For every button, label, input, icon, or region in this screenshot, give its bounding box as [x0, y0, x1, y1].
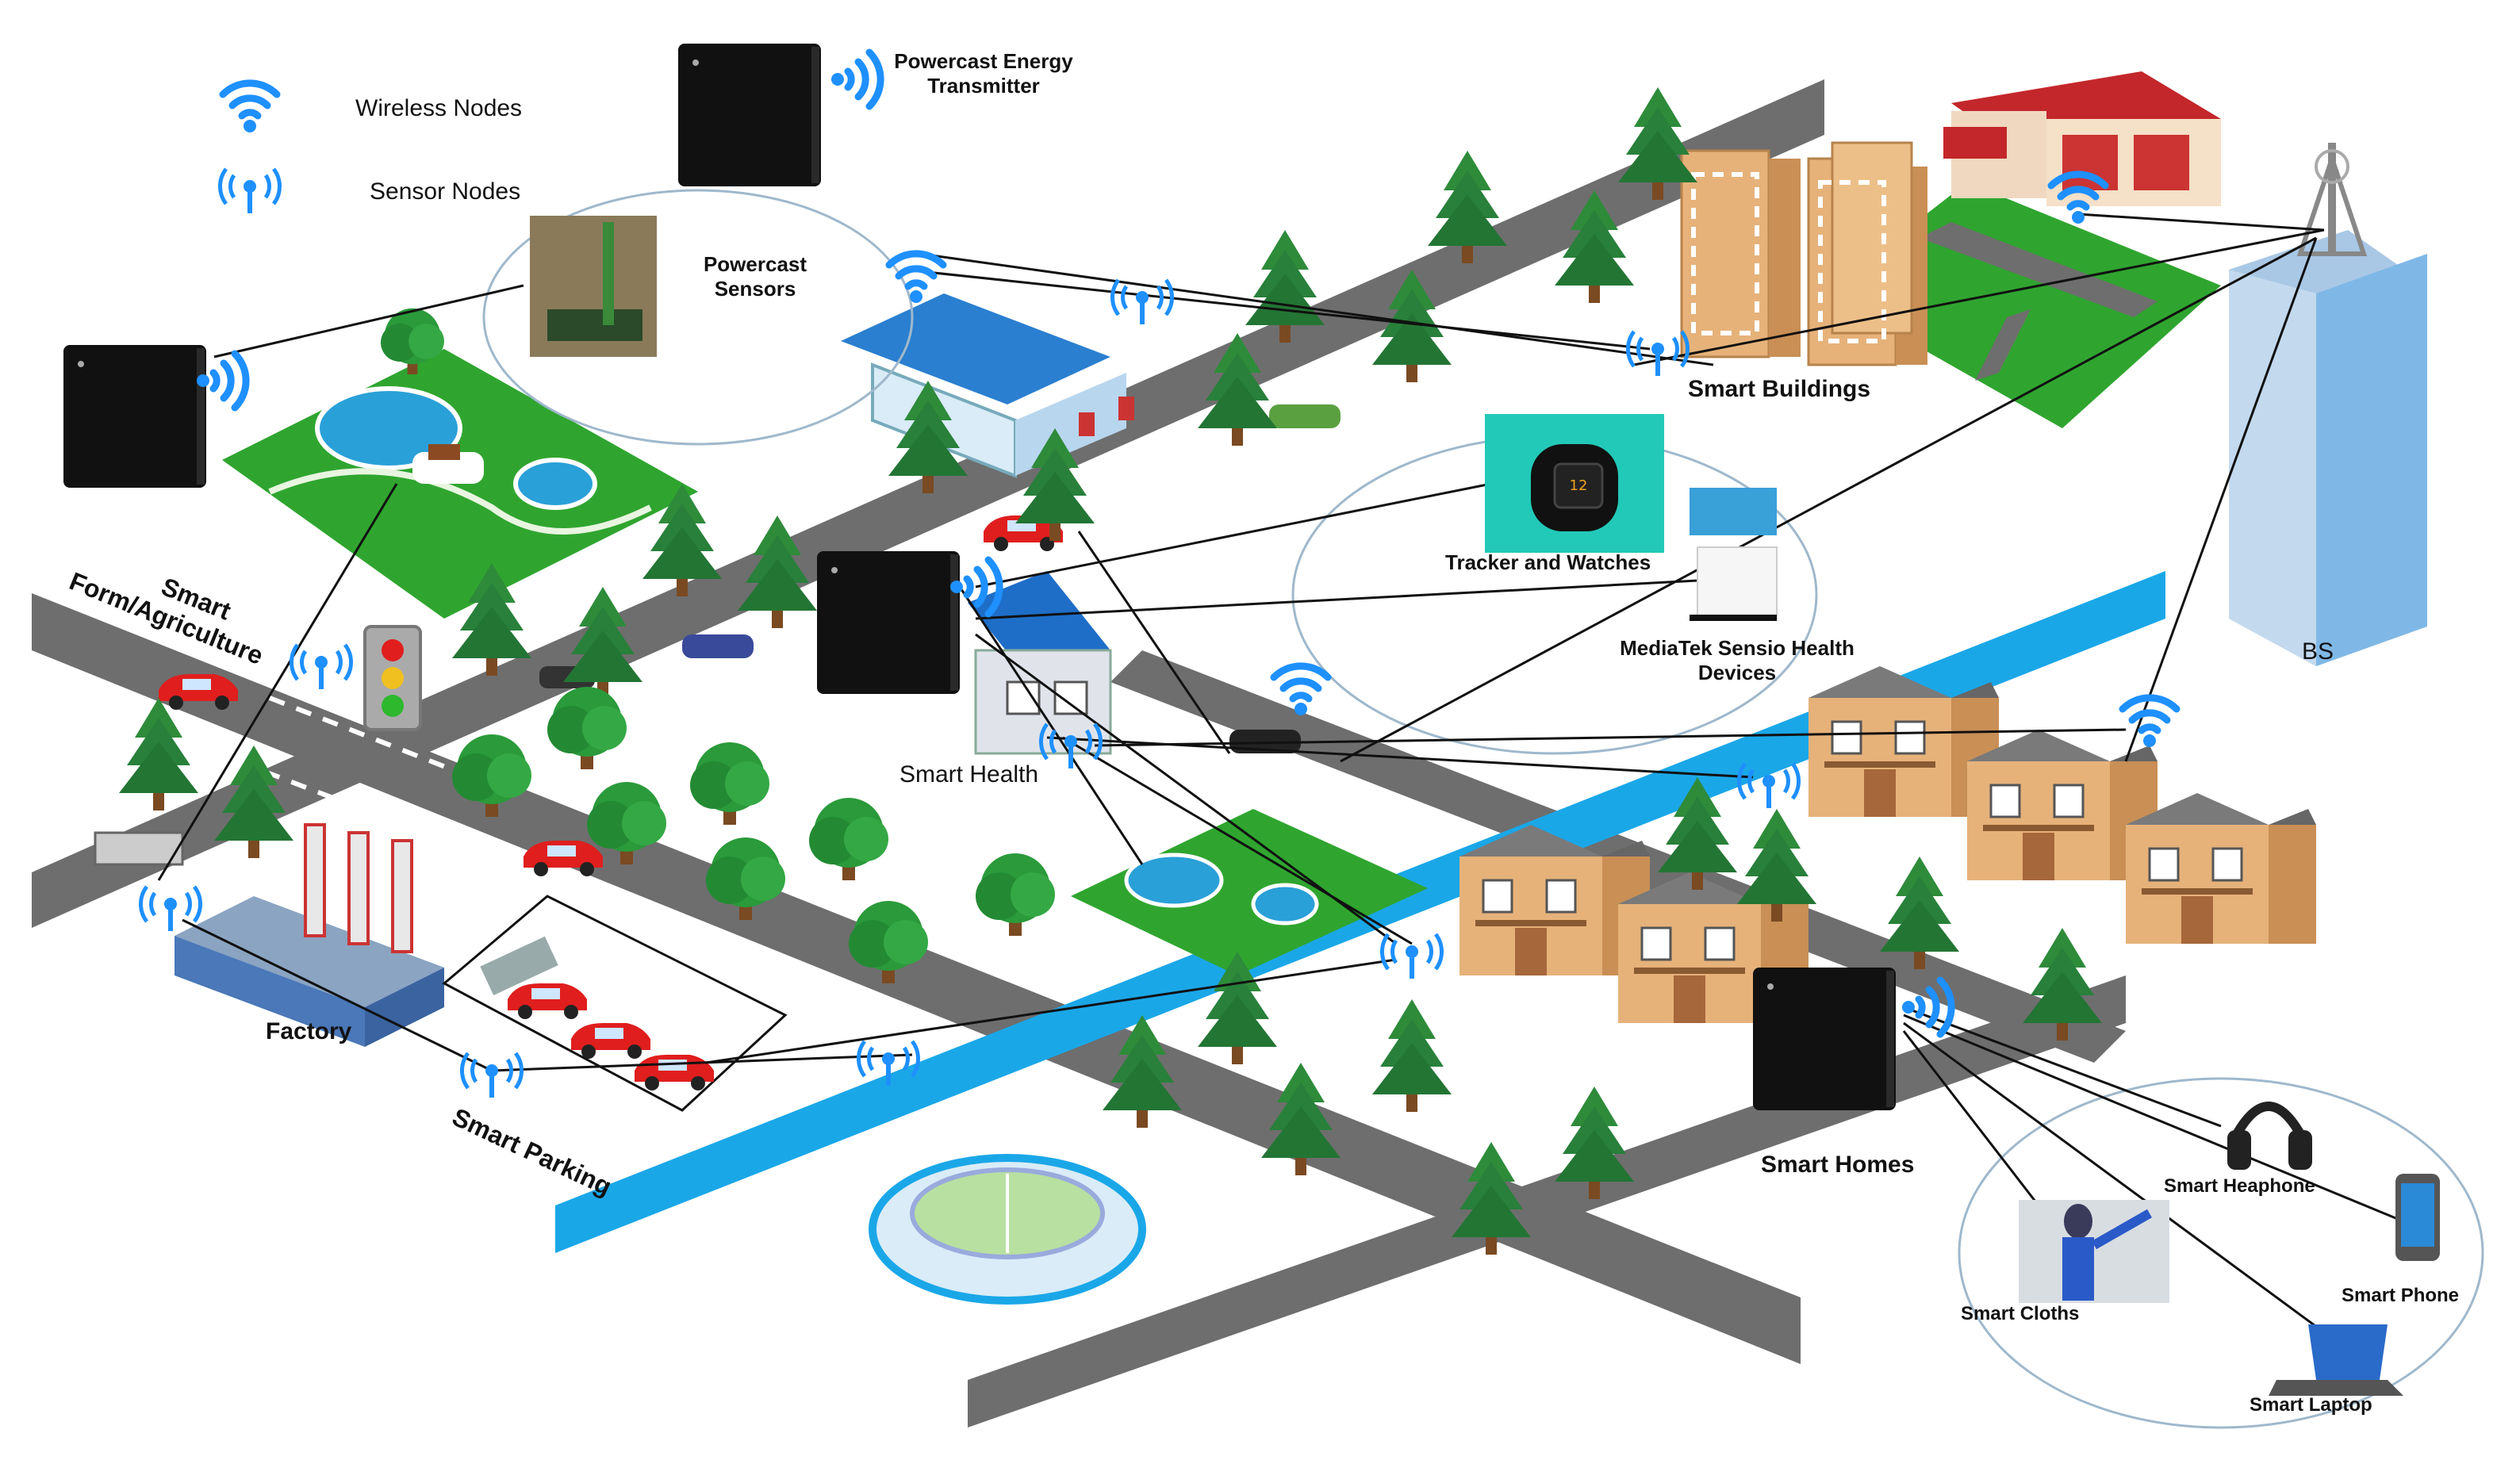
- smart-heaphone-label: Smart Heaphone: [2164, 1175, 2315, 1197]
- sensors-circle: [482, 189, 914, 446]
- sensors-label-line1: Powercast: [703, 252, 807, 276]
- smart-health-label: Smart Health: [899, 761, 1039, 788]
- transmitter-label-line1: Powercast Energy: [894, 49, 1073, 73]
- laptop-icon: [2269, 1324, 2403, 1396]
- legend-wireless-nodes-label: Wireless Nodes: [355, 95, 523, 121]
- sensors-label-line2: Sensors: [714, 277, 796, 301]
- smart-farm: [222, 308, 698, 619]
- mediatek-label: MediaTek Sensio Health Devices: [1586, 636, 1888, 685]
- smart-laptop-label: Smart Laptop: [2250, 1394, 2372, 1416]
- svg-text:12: 12: [1570, 477, 1588, 494]
- connection-lines: [157, 213, 2404, 1334]
- park: [1071, 809, 1428, 975]
- smart-homes-label: Smart Homes: [1761, 1152, 1915, 1178]
- smart-cloths-label: Smart Cloths: [1961, 1303, 2080, 1324]
- smart-buildings-label: Smart Buildings: [1688, 376, 1871, 402]
- fitness-tracker-image: 12: [1485, 414, 1664, 553]
- fire-station: [1943, 71, 2221, 206]
- stadium: [869, 1154, 1146, 1305]
- transmitter-label-line2: Transmitter: [927, 74, 1040, 98]
- smart-health-house: [968, 571, 1112, 755]
- smart-buildings-cluster: [1680, 141, 1927, 366]
- factory-label: Factory: [266, 1018, 352, 1044]
- headphone-icon: [2227, 1102, 2312, 1170]
- smart-phone-label: Smart Phone: [2342, 1285, 2460, 1306]
- mediatek-health-device-image: [1690, 488, 1778, 621]
- powercast-sensor-board-image: [530, 216, 657, 357]
- factory-illustration: [175, 823, 444, 1047]
- traffic-light: [363, 625, 422, 731]
- smart-parking-area: [442, 895, 788, 1112]
- smartphone-icon: [2395, 1174, 2440, 1261]
- transmitter-label: Powercast Energy Transmitter: [873, 49, 1095, 98]
- smart-cloths-image: [2019, 1200, 2169, 1303]
- tracker-label: Tracker and Watches: [1445, 550, 1651, 574]
- wearables-circle: [1958, 1077, 2484, 1429]
- base-station-tower: [2229, 143, 2427, 666]
- mediatek-label-line2: Devices: [1697, 661, 1777, 684]
- legend-sensor-nodes-label: Sensor Nodes: [370, 178, 521, 205]
- sensors-label: Powercast Sensors: [684, 252, 827, 301]
- bs-label: BS: [2302, 638, 2334, 665]
- mediatek-label-line1: MediaTek Sensio Health: [1620, 636, 1855, 660]
